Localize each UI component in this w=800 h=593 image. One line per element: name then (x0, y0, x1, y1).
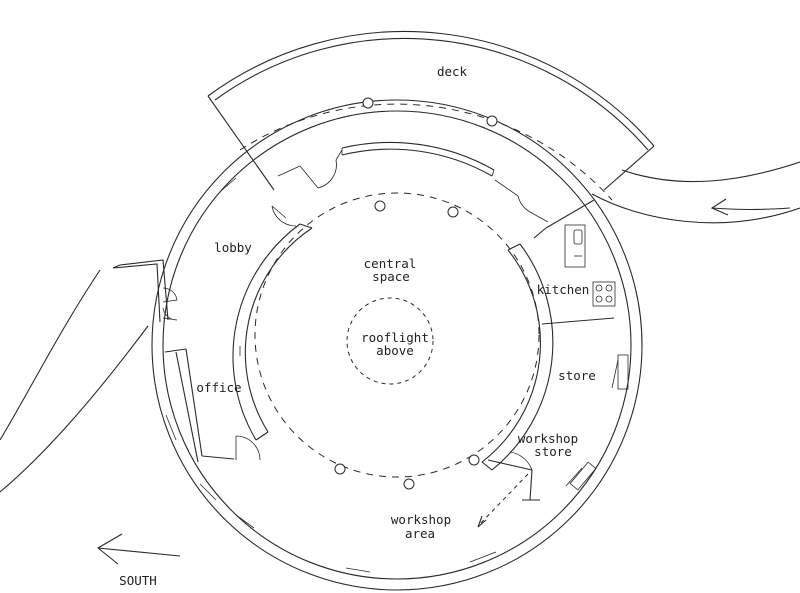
entrance-porch (112, 259, 178, 323)
glazed-screen (341, 141, 495, 177)
central-partition (232, 223, 554, 471)
label-central-space-1: central (364, 256, 417, 271)
label-store: store (558, 368, 596, 383)
entry-path (0, 269, 149, 493)
lobby-doors (271, 205, 297, 227)
label-workshop-store-2: store (534, 444, 572, 459)
label-rooflight-1: rooflight (361, 330, 429, 345)
workshop-store-partition (477, 451, 540, 528)
outer-wall (151, 99, 643, 591)
deck-doors (277, 149, 549, 223)
room-labels: deck lobby central space kitchen rooflig… (119, 64, 596, 588)
kitchen-layout (533, 199, 616, 325)
label-central-space-2: space (372, 269, 410, 284)
rooflight-outline (346, 297, 434, 385)
label-office: office (196, 380, 241, 395)
approach-path (591, 161, 800, 224)
south-arrow (97, 533, 181, 565)
label-workshop-area-2: area (405, 526, 435, 541)
label-workshop-store-1: workshop (518, 431, 578, 446)
label-rooflight-2: above (376, 343, 414, 358)
label-south: SOUTH (119, 573, 157, 588)
label-kitchen: kitchen (537, 282, 590, 297)
label-workshop-area-1: workshop (391, 512, 451, 527)
deck-platform (207, 30, 655, 201)
label-lobby: lobby (214, 240, 252, 255)
office-partition (164, 346, 261, 463)
label-deck: deck (437, 64, 468, 79)
column-ring (254, 192, 540, 490)
windows (165, 177, 629, 573)
